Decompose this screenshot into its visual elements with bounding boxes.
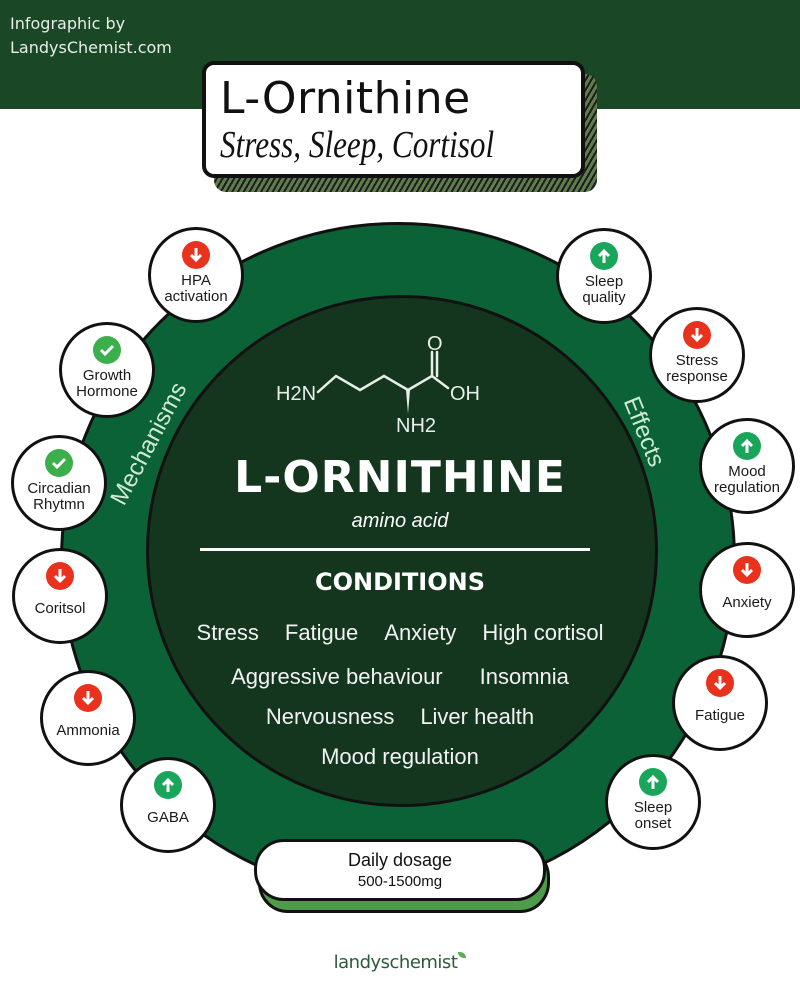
credit: Infographic by LandysChemist.com [10,12,172,60]
page-subtitle: Stress, Sleep, Cortisol [220,124,495,166]
divider [200,548,590,551]
condition-item: Nervousness [265,704,395,729]
condition-item: Mood regulation [321,744,479,769]
condition-item: Anxiety [384,620,457,645]
condition-item: Fatigue [284,620,359,645]
conditions-row-1: Stress Fatigue Anxiety High cortisol [0,620,800,646]
hydroxyl-group: OH [450,383,480,405]
page-title: L-Ornithine [220,73,471,124]
mechanism-node-ammonia: Ammonia [40,670,136,766]
decrease-arrow-icon [706,669,734,697]
product-name: L-ORNITHINE [234,452,566,503]
conditions-row-3: Nervousness Liver health [0,704,800,730]
conditions-row-2: Aggressive behaviour Insomnia [0,664,800,690]
carbonyl-oxygen: O [427,333,443,355]
center-disc [146,295,658,807]
conditions-heading: CONDITIONS [314,568,486,596]
decrease-arrow-icon [683,321,711,349]
credit-line-1: Infographic by [10,14,126,33]
condition-item: Aggressive behaviour [231,664,443,689]
node-label: Ammonia [56,722,120,739]
increase-arrow-icon [733,432,761,460]
increase-arrow-icon [590,242,618,270]
mechanism-node-gaba: GABA [120,757,216,853]
node-label: Fatigue [694,707,746,724]
effect-node-fatigue: Fatigue [672,655,768,751]
node-label: Coritsol [34,600,86,617]
effect-node-anxiety: Anxiety [699,542,795,638]
increase-arrow-icon [154,771,182,799]
decrease-arrow-icon [46,562,74,590]
increase-arrow-icon [639,768,667,796]
amine-group-left: H2N [276,383,316,405]
dosage-title: Daily dosage [347,850,453,870]
credit-line-2: LandysChemist.com [10,38,172,57]
title-box: L-Ornithine Stress, Sleep, Cortisol [202,61,585,178]
dosage-pill: Daily dosage 500-1500mg [254,839,546,901]
conditions-row-4: Mood regulation [0,744,800,770]
decrease-arrow-icon [182,241,210,269]
node-label: GABA [147,809,189,826]
brand-text: landyschemist [333,952,458,973]
product-type: amino acid [351,510,449,532]
alpha-amine-group: NH2 [396,415,436,437]
brand-logo: landyschemist [0,952,800,973]
leaf-icon [458,952,467,958]
condition-item: High cortisol [482,620,604,645]
check-icon [93,336,121,364]
mechanism-node-cortisol: Coritsol [12,548,108,644]
ornithine-structure-icon: H2N O OH NH2 [276,333,480,437]
decrease-arrow-icon [733,556,761,584]
check-icon [45,449,73,477]
dosage-value: 500-1500mg [357,873,443,890]
node-label: Anxiety [722,594,772,611]
condition-item: Stress [196,620,259,645]
condition-item: Liver health [420,704,535,729]
decrease-arrow-icon [74,684,102,712]
condition-item: Insomnia [479,664,569,689]
